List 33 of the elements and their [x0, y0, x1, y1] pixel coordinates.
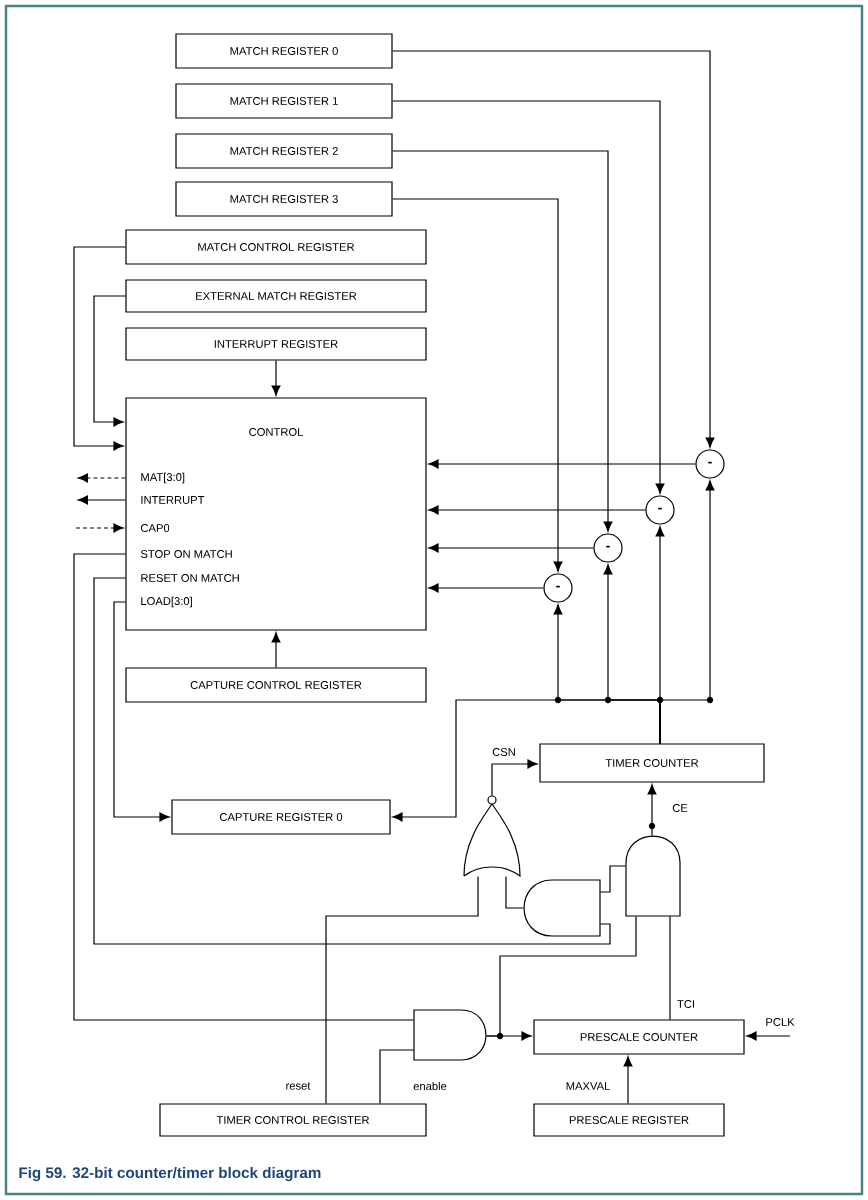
connector [73, 246, 126, 451]
connector [77, 473, 126, 483]
nor-gate [463, 795, 521, 877]
connector [325, 875, 479, 1104]
connector [77, 495, 126, 505]
connector [428, 583, 544, 593]
connector [428, 505, 646, 515]
connector [599, 865, 627, 893]
connector [428, 459, 696, 469]
connector [73, 553, 415, 1021]
connector [75, 523, 124, 533]
connector [428, 543, 594, 553]
connector [271, 360, 281, 396]
connector [505, 875, 525, 909]
connector [392, 198, 563, 572]
connector [271, 632, 281, 668]
connector [93, 577, 611, 945]
connector [392, 50, 715, 448]
connector [113, 601, 170, 822]
connector [623, 1056, 633, 1104]
connector [647, 784, 657, 837]
connector [491, 759, 538, 797]
connector [485, 915, 637, 1037]
connector [392, 150, 613, 532]
and-gate [523, 879, 601, 937]
and-gate [625, 835, 681, 917]
connector [392, 100, 665, 494]
and-gate [413, 1009, 487, 1061]
connector [392, 699, 661, 822]
connector [379, 1049, 415, 1104]
connector [746, 1031, 791, 1041]
connector [669, 915, 671, 1020]
connector [93, 295, 126, 427]
